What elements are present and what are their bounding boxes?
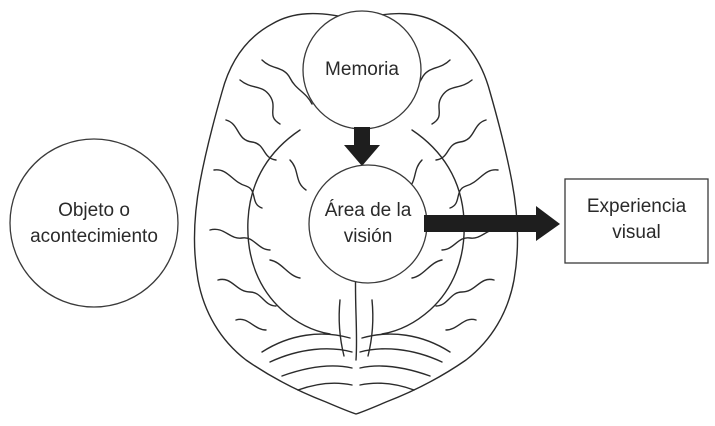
memory-label: Memoria [304, 57, 420, 83]
experience-box [564, 178, 709, 264]
cerebellum [261, 333, 451, 391]
arrow-shaft [424, 215, 538, 232]
object-label-line1: Objeto o [58, 200, 130, 221]
arrow-head [344, 145, 380, 166]
arrow-vision-to-experience [424, 206, 560, 241]
memory-label-text: Memoria [325, 59, 399, 80]
vision-label-line1: Área de la [324, 200, 412, 221]
arrow-head [536, 206, 560, 241]
experience-label: Experiencia visual [565, 194, 708, 246]
experience-node [564, 178, 709, 264]
right-sulci [399, 59, 503, 331]
left-temporal-lobe [247, 129, 331, 335]
brain-illustration [193, 12, 519, 415]
brainstem [338, 299, 374, 357]
object-circle [9, 138, 179, 308]
right-temporal-lobe [381, 129, 465, 335]
object-label-line2: acontecimiento [30, 226, 158, 247]
left-sulci [209, 59, 313, 331]
vision-label: Área de la visión [310, 198, 426, 250]
object-label: Objeto o acontecimiento [14, 198, 174, 250]
object-node [9, 138, 179, 308]
experience-label-line1: Experiencia [586, 196, 687, 217]
arrow-memory-to-vision [344, 127, 380, 166]
experience-label-line2: visual [612, 222, 661, 243]
arrow-shaft [354, 127, 370, 145]
vision-label-line2: visión [343, 226, 393, 247]
brain-outline [193, 12, 519, 415]
